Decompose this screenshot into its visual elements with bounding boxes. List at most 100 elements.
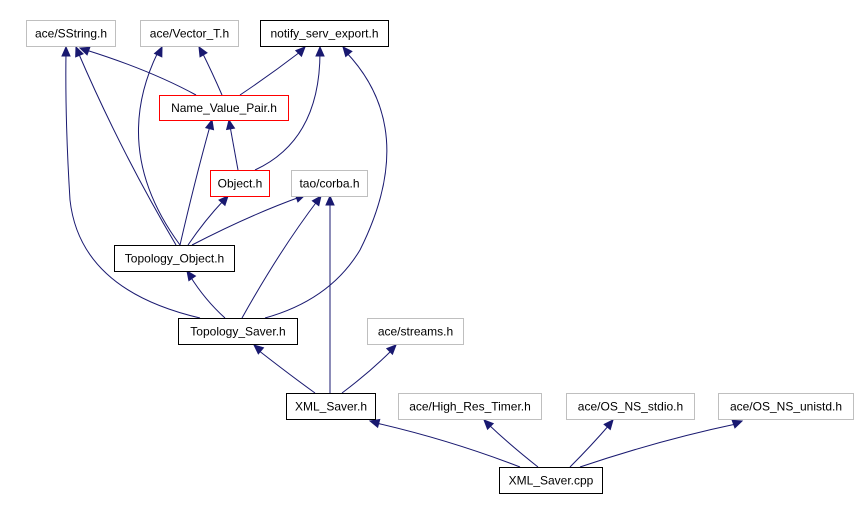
- edge-xml_saver_h-to-topology_saver: [253, 344, 316, 394]
- node-os-ns-unistd[interactable]: ace/OS_NS_unistd.h: [718, 393, 854, 420]
- edge-arrowhead: [294, 46, 306, 58]
- edge-topology_saver-to-tao_corba: [241, 195, 322, 319]
- node-box: [499, 467, 603, 494]
- edge-line: [579, 423, 737, 468]
- node-box: [159, 95, 289, 121]
- edge-line: [241, 199, 319, 319]
- edge-line: [191, 196, 301, 246]
- node-box: [718, 393, 854, 420]
- node-label: notify_serv_export.h: [270, 27, 378, 41]
- edge-xml_saver_h-to-streams: [341, 344, 397, 394]
- node-box: [291, 170, 368, 197]
- edge-topology_object-to-sstring: [75, 45, 177, 246]
- edge-topology_saver-to-sstring: [61, 45, 201, 319]
- edges-layer: [61, 45, 744, 468]
- edge-line: [229, 125, 239, 171]
- edge-line: [65, 51, 201, 319]
- node-box: [26, 20, 116, 47]
- edge-arrowhead: [342, 46, 353, 58]
- node-topology-saver[interactable]: Topology_Saver.h: [178, 318, 298, 345]
- edge-object-to-name_value_pair: [225, 118, 239, 171]
- node-streams[interactable]: ace/streams.h: [367, 318, 464, 345]
- edge-arrowhead: [186, 269, 197, 282]
- node-box: [286, 393, 376, 420]
- edge-line: [85, 49, 197, 96]
- edge-xml_saver_cpp-to-os_ns_unistd: [579, 419, 744, 468]
- node-label: ace/SString.h: [35, 27, 107, 41]
- node-box: [398, 393, 542, 420]
- edge-line: [375, 422, 521, 468]
- node-xml-saver-h[interactable]: XML_Saver.h: [286, 393, 376, 420]
- edge-arrowhead: [75, 45, 84, 58]
- node-label: tao/corba.h: [299, 177, 359, 191]
- edge-arrowhead: [385, 344, 397, 356]
- edge-arrowhead: [218, 195, 229, 207]
- edge-xml_saver_cpp-to-os_ns_stdio: [569, 419, 614, 468]
- nodes-layer: ace/SString.h ace/Vector_T.h notify_serv_e…: [26, 20, 854, 494]
- edge-arrowhead: [153, 45, 163, 58]
- edge-arrowhead: [311, 195, 322, 207]
- edge-line: [264, 51, 388, 319]
- node-label: Name_Value_Pair.h: [171, 101, 277, 115]
- node-tao-corba[interactable]: tao/corba.h: [291, 170, 368, 197]
- node-box: [178, 318, 298, 345]
- edge-arrowhead: [315, 45, 325, 57]
- edge-arrowhead: [253, 344, 265, 355]
- node-label: ace/OS_NS_unistd.h: [730, 400, 842, 414]
- edge-object-to-notify_export: [254, 45, 325, 171]
- edge-xml_saver_cpp-to-high_res_timer: [483, 419, 539, 468]
- edge-name_value_pair-to-notify_export: [239, 46, 306, 96]
- edge-arrowhead: [483, 419, 495, 431]
- node-label: ace/Vector_T.h: [150, 27, 229, 41]
- node-box: [367, 318, 464, 345]
- edge-xml_saver_cpp-to-xml_saver_h: [368, 418, 521, 468]
- edge-arrowhead: [731, 419, 744, 429]
- edge-arrowhead: [78, 46, 91, 56]
- node-box: [114, 245, 235, 272]
- node-box: [140, 20, 239, 47]
- edge-line: [77, 51, 177, 246]
- edge-topology_object-to-tao_corba: [191, 193, 307, 246]
- edge-line: [487, 423, 539, 468]
- edge-line: [341, 349, 393, 394]
- edge-xml_saver_h-to-tao_corba: [325, 194, 335, 393]
- node-xml-saver-cpp[interactable]: XML_Saver.cpp: [499, 467, 603, 494]
- node-label: ace/OS_NS_stdio.h: [578, 400, 683, 414]
- edge-arrowhead: [204, 118, 215, 131]
- node-label: ace/High_Res_Timer.h: [409, 400, 531, 414]
- node-topology-object[interactable]: Topology_Object.h: [114, 245, 235, 272]
- node-high-res-timer[interactable]: ace/High_Res_Timer.h: [398, 393, 542, 420]
- edge-topology_object-to-object: [187, 195, 229, 246]
- edge-line: [257, 349, 316, 394]
- edge-arrowhead: [325, 194, 335, 206]
- edge-name_value_pair-to-vector_t: [198, 45, 223, 96]
- node-label: Topology_Saver.h: [190, 325, 285, 339]
- edge-topology_saver-to-topology_object: [186, 269, 226, 319]
- node-notify-export[interactable]: notify_serv_export.h: [260, 20, 389, 47]
- edge-line: [137, 51, 181, 246]
- edge-line: [569, 423, 611, 468]
- edge-line: [179, 125, 211, 246]
- node-label: ace/streams.h: [378, 325, 453, 339]
- node-sstring[interactable]: ace/SString.h: [26, 20, 116, 47]
- edge-arrowhead: [198, 45, 208, 58]
- node-label: Object.h: [218, 177, 263, 191]
- edge-line: [187, 199, 225, 246]
- node-vector-t[interactable]: ace/Vector_T.h: [140, 20, 239, 47]
- edge-line: [239, 51, 301, 96]
- edge-arrowhead: [368, 418, 381, 429]
- edge-line: [201, 51, 223, 96]
- node-box: [210, 170, 270, 197]
- node-name-value-pair[interactable]: Name_Value_Pair.h: [159, 95, 289, 121]
- edge-name_value_pair-to-sstring: [78, 46, 197, 96]
- node-box: [566, 393, 695, 420]
- edge-arrowhead: [61, 45, 71, 57]
- node-os-ns-stdio[interactable]: ace/OS_NS_stdio.h: [566, 393, 695, 420]
- node-label: Topology_Object.h: [125, 252, 224, 266]
- node-object[interactable]: Object.h: [210, 170, 270, 197]
- edge-line: [254, 51, 321, 171]
- edge-topology_object-to-name_value_pair: [179, 118, 215, 246]
- edge-topology_object-to-vector_t: [137, 45, 181, 246]
- node-label: XML_Saver.cpp: [509, 474, 594, 488]
- edge-arrowhead: [603, 419, 614, 431]
